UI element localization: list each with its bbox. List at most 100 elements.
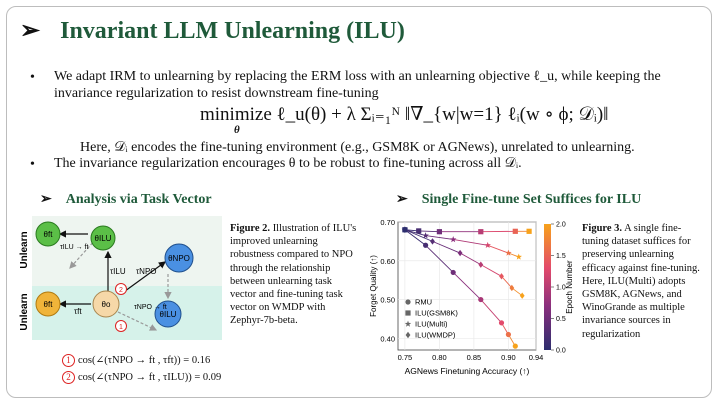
ilu-wmdp-point — [509, 284, 515, 292]
rmu-segment — [404, 229, 426, 246]
ilu-wmdp-segment — [459, 252, 482, 266]
legend-label: RMU — [415, 298, 432, 307]
rmu-point — [423, 242, 429, 248]
ilu-multi-segment — [453, 239, 488, 246]
ilu-multi-point — [505, 249, 512, 256]
figure-2-caption: Figure 2. Illustration of ILU's improved… — [230, 222, 360, 328]
x-tick-label: 0.94 — [529, 353, 544, 362]
colorbar-label: Epoch Number — [565, 260, 574, 314]
tau-npo-ft-label: τNPO → ft — [134, 304, 167, 311]
y-tick-label: 0.40 — [380, 334, 395, 343]
marker-1: 1 — [119, 324, 123, 331]
formula-subscript: θ — [234, 124, 240, 136]
ilu-wmdp-segment — [432, 240, 461, 254]
rmu-segment — [425, 244, 454, 273]
y-tick-label: 0.50 — [380, 296, 395, 305]
x-tick-label: 0.90 — [501, 353, 516, 362]
x-tick-label: 0.85 — [467, 353, 482, 362]
slide-frame — [6, 6, 712, 398]
theta-o-node — [92, 290, 120, 318]
title-arrow-icon: ➢ — [20, 18, 41, 44]
legend-label: ILU(GSM8K) — [415, 309, 458, 318]
title-text: Invariant LLM Unlearning (ILU) — [60, 18, 405, 44]
ilu-wmdp-segment — [480, 264, 502, 277]
ilu-wmdp-point — [402, 226, 408, 233]
cos-num-2: 2 — [62, 371, 75, 384]
ilu-gsm8k-segment — [418, 230, 440, 233]
theta-ilu-label: θILU — [95, 234, 112, 243]
marker-2: 2 — [119, 287, 123, 294]
ilu-multi-segment — [487, 244, 509, 254]
legend-marker — [405, 331, 411, 339]
ilu-multi-segment — [425, 235, 454, 240]
left-section-heading: ➢ Analysis via Task Vector — [40, 191, 212, 208]
colorbar-tick-label: 0.0 — [556, 348, 566, 355]
ununlearn-region — [32, 286, 222, 340]
right-section-heading: ➢ Single Fine-tune Set Suffices for ILU — [396, 191, 641, 208]
environment-note: Here, 𝒟ᵢ encodes the fine-tuning environ… — [80, 140, 635, 155]
region-label-unlearn: Unlearn — [19, 231, 30, 268]
theta-ilu-bottom-node — [154, 300, 182, 328]
right-heading-text: Single Fine-tune Set Suffices for ILU — [421, 192, 642, 207]
ilu-objective-formula: minimize ℓ_u(θ) + λ Σᵢ₌₁ᴺ ‖∇_{w|w=1} ℓᵢ(… — [200, 103, 609, 136]
x-tick-label: 0.80 — [432, 353, 447, 362]
theta-ft-label: θft — [44, 230, 54, 239]
formula-main: minimize ℓ_u(θ) + λ Σᵢ₌₁ᴺ ‖∇_{w|w=1} ℓᵢ(… — [200, 104, 609, 125]
ilu-wmdp-point — [519, 292, 525, 299]
ilu-wmdp-segment — [511, 287, 523, 297]
bullet-mark-1: • — [30, 70, 35, 85]
theta-ft-bottom-label: θft — [44, 300, 54, 309]
ilu-wmdp-point — [457, 249, 463, 257]
unlearn-region — [32, 216, 222, 286]
ilu-wmdp-segment — [404, 229, 433, 242]
figure-3-text: A single fine-tuning dataset suffices fo… — [582, 223, 700, 340]
task-vector-diagram: Unlearn Unlearn θft θILU θNPO θo θft θIL… — [19, 216, 222, 340]
left-heading-text: Analysis via Task Vector — [65, 192, 212, 207]
left-heading-arrow-icon: ➢ — [40, 192, 52, 207]
cos-text-1: cos(∠(τNPO → ft , τft)) = 0.16 — [78, 355, 211, 366]
ilu-multi-point — [515, 253, 522, 260]
figure-3-label: Figure 3. — [582, 223, 623, 234]
legend-marker — [405, 310, 411, 316]
legend-label: ILU(WMDP) — [415, 331, 456, 340]
rmu-segment — [452, 272, 482, 300]
theta-ilu-node — [90, 225, 116, 251]
y-tick-label: 0.70 — [380, 218, 395, 227]
figure-2-label: Figure 2. — [230, 223, 271, 234]
colorbar-tick-label: 0.5 — [556, 316, 566, 323]
colorbar-tick-label: 1.5 — [556, 253, 566, 260]
rmu-point — [478, 296, 484, 303]
ilu-gsm8k-point — [436, 229, 442, 235]
theta-npo-label: θNPO — [168, 254, 190, 263]
legend-marker — [405, 299, 411, 305]
rmu-point — [450, 269, 456, 276]
region-label-ununlearn: Unlearn — [19, 293, 30, 330]
colorbar — [544, 224, 551, 350]
ilu-multi-point — [422, 232, 429, 239]
right-heading-arrow-icon: ➢ — [396, 192, 408, 207]
slide-title: ➢ Invariant LLM Unlearning (ILU) — [20, 16, 405, 45]
x-tick-label: 0.75 — [398, 353, 413, 362]
y-tick-label: 0.60 — [380, 257, 395, 266]
x-axis-label: AGNews Finetuning Accuracy (↑) — [405, 366, 530, 376]
y-axis-label: Forget Quality (↑) — [369, 255, 378, 317]
tau-npo-label: τNPO — [136, 267, 157, 276]
theta-o-label: θo — [102, 300, 111, 309]
colorbar-tick-label: 2.0 — [556, 222, 566, 229]
theta-ft-bottom-node — [35, 291, 61, 317]
rmu-point — [498, 320, 505, 326]
rmu-segment — [480, 299, 502, 324]
cos-text-2: cos(∠(τNPO → ft , τILU)) = 0.09 — [78, 372, 222, 383]
tau-ilu-label: τILU — [110, 267, 126, 276]
tau-ilu-ft-label: τILU → ft — [60, 244, 88, 251]
figure-2-text: Illustration of ILU's improved unlearnin… — [230, 223, 357, 327]
legend-marker — [404, 320, 412, 327]
theta-ilu-bottom-label: θILU — [160, 310, 177, 319]
ilu-multi-point — [484, 241, 491, 249]
bullet-text-1: We adapt IRM to unlearning by replacing … — [54, 69, 661, 101]
bullet-text-2: The invariance regularization encourages… — [54, 156, 522, 171]
forget-quality-chart: 0.75 0.80 0.85 0.90 0.94 0.40 0.50 0.60 0.70 0.0… — [369, 218, 574, 376]
bullet-mark-2: • — [30, 157, 35, 172]
